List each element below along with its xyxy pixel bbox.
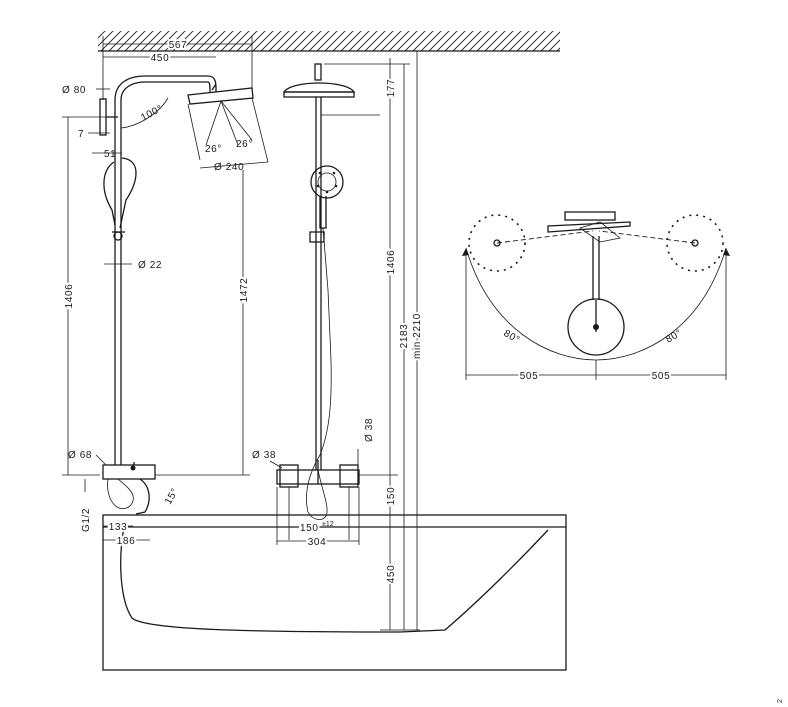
dim-51: 51: [104, 149, 116, 160]
dim-tilt-right: 26°: [236, 139, 253, 150]
hand-shower-side: [103, 161, 116, 226]
dim-tilt-left: 26°: [205, 144, 222, 155]
overhead-shower-front: [282, 63, 356, 98]
overhead-shower-top: [567, 298, 625, 356]
left-dimensions: 567 450 Ø 80 100° 7 51 26° 26° Ø 240 Ø 2…: [62, 36, 269, 549]
dim-177: 177: [386, 79, 397, 98]
thermostat-front: [276, 460, 360, 488]
dim-150-vertical: 150: [386, 487, 397, 506]
dim-thermo-dia-left: Ø 38: [252, 450, 276, 461]
dim-505-left: 505: [520, 371, 539, 382]
dim-7: 7: [78, 129, 84, 140]
dim-head-dia: Ø 240: [214, 162, 244, 173]
thermostat-side: [102, 464, 156, 480]
dim-150-centers: 150: [300, 523, 319, 534]
dim-186: 186: [117, 536, 136, 547]
ceiling: [98, 31, 560, 52]
dim-304: 304: [308, 537, 327, 548]
corner-mark: 2: [777, 699, 784, 703]
bathtub: [102, 514, 567, 671]
dim-1406-right: 1406: [386, 250, 397, 275]
dim-thermo-dia-right: Ø 38: [364, 418, 375, 442]
dim-pipe-dia: Ø 22: [138, 260, 162, 271]
dim-swivel-left: 80°: [502, 328, 522, 346]
overhead-shower-side: [187, 83, 269, 163]
dim-flange-dia: Ø 80: [62, 85, 86, 96]
overhead-swivel-right: [666, 214, 724, 272]
dim-valve-dia: Ø 68: [68, 450, 92, 461]
hand-shower-front: [309, 165, 344, 243]
dim-swivel-right: 80°: [664, 328, 684, 346]
top-view-right: 80° 80° 505 505: [462, 211, 730, 384]
dim-2183: 2183: [399, 324, 410, 349]
dim-133: 133: [109, 522, 128, 533]
overhead-swivel-left: [468, 214, 526, 272]
dim-1472: 1472: [239, 278, 250, 303]
dim-min-2210: min 2210: [412, 313, 423, 359]
spout-side: [135, 478, 150, 515]
front-view-center: [276, 63, 380, 520]
dim-1406-left: 1406: [64, 284, 75, 309]
center-dimensions: 177 1406 150 450 2183 min 2210 Ø 38 Ø 38…: [252, 51, 425, 631]
side-view-left: [99, 75, 269, 515]
dim-tolerance: ±12: [322, 521, 334, 528]
dim-567: 567: [169, 40, 188, 51]
dim-505-right: 505: [652, 371, 671, 382]
dim-spout-angle: 15°: [163, 486, 181, 506]
dim-450: 450: [151, 53, 170, 64]
dim-connection: G1/2: [81, 508, 92, 532]
dim-450: 450: [386, 565, 397, 584]
shower-arm: [114, 75, 217, 118]
